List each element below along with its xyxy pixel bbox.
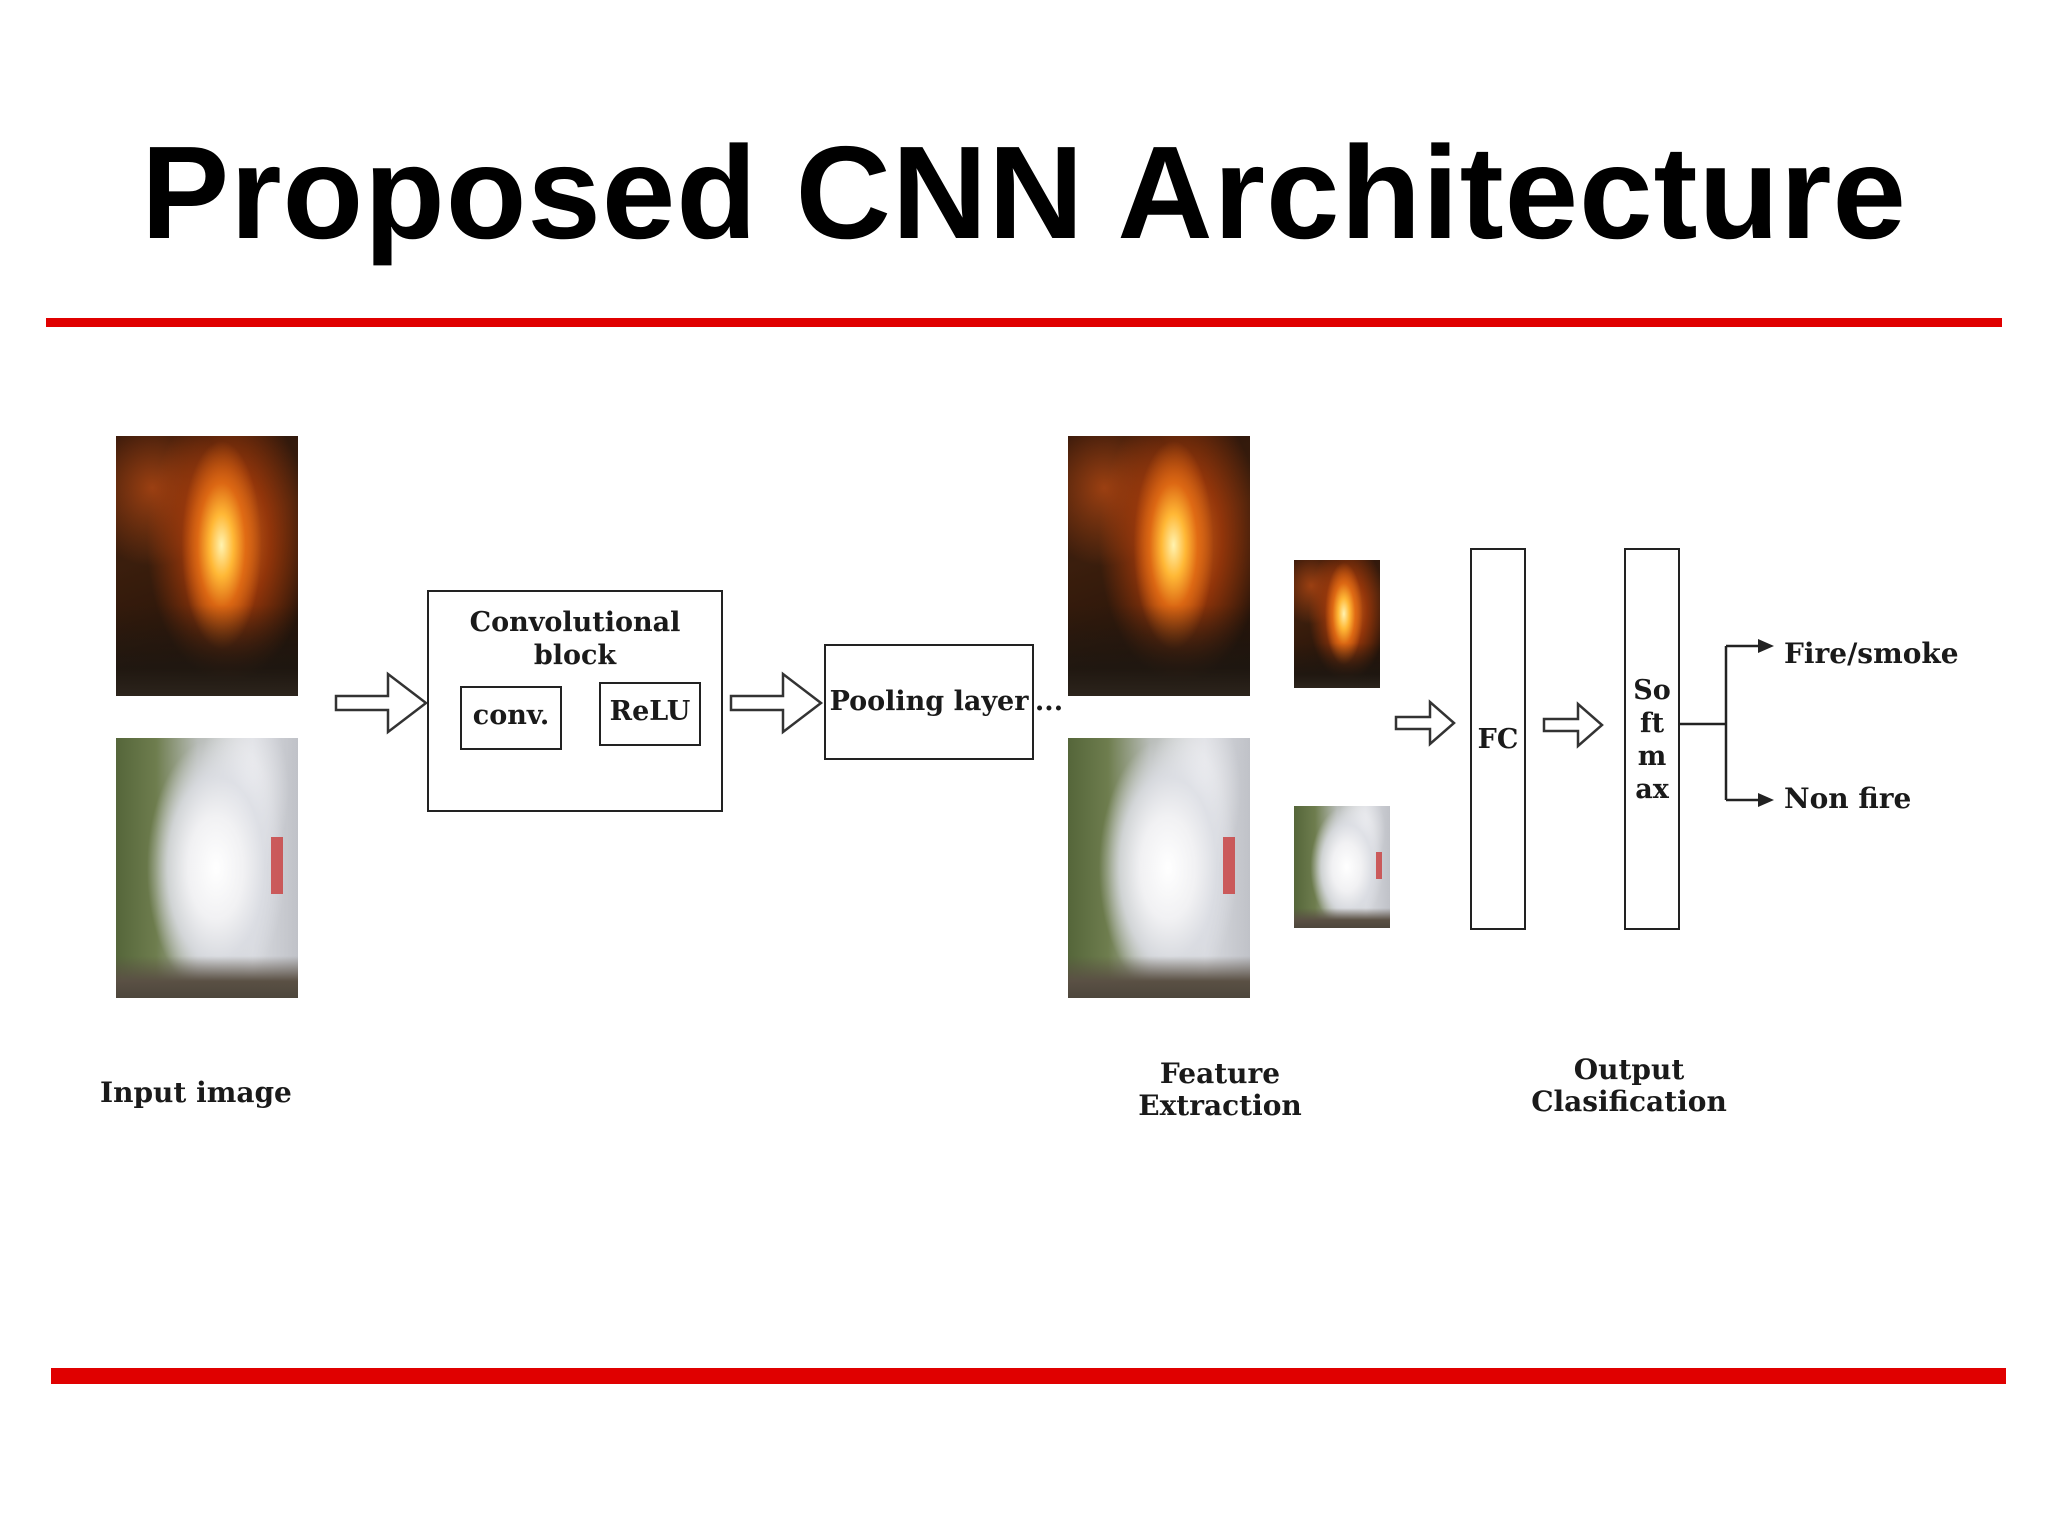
feature-fire-crop <box>1294 560 1380 688</box>
feature-label-line2: Extraction <box>1138 1089 1302 1122</box>
arrow-to-fc-icon <box>1394 699 1456 747</box>
arrow-to-conv-icon <box>334 671 429 735</box>
pooling-layer-box <box>824 644 1034 760</box>
softmax-line-3: m <box>1637 741 1667 772</box>
pooling-layer-label: Pooling layer <box>829 686 1029 717</box>
feature-label-line1: Feature <box>1159 1057 1281 1090</box>
class-non-fire-label: Non fire <box>1784 782 1912 815</box>
ellipsis: ... <box>1034 686 1064 717</box>
input-fire-image <box>116 436 298 696</box>
feature-smoke-crop <box>1294 806 1390 928</box>
arrow-to-pooling-icon <box>729 671 824 735</box>
relu-label: ReLU <box>609 696 691 727</box>
class-fire-smoke-label: Fire/smoke <box>1784 637 1959 670</box>
arrow-to-softmax-icon <box>1542 701 1604 749</box>
softmax-line-4: ax <box>1635 774 1669 805</box>
conv-block-title-line2: block <box>533 640 617 671</box>
input-image-label: Input image <box>100 1076 292 1109</box>
softmax-line-2: ft <box>1639 708 1665 739</box>
softmax-line-1: So <box>1633 675 1671 706</box>
fc-layer-box <box>1470 548 1526 930</box>
feature-fire-image <box>1068 436 1250 696</box>
fc-label: FC <box>1477 724 1519 755</box>
output-label-line2: Clasification <box>1531 1085 1727 1118</box>
slide-title: Proposed CNN Architecture <box>141 119 1907 266</box>
relu-sub-block <box>599 682 701 746</box>
input-smoke-image <box>116 738 298 998</box>
top-red-rule <box>46 318 2002 327</box>
conv-sub-block <box>460 686 562 750</box>
softmax-layer-box <box>1624 548 1680 930</box>
feature-smoke-image <box>1068 738 1250 998</box>
conv-block-title-line1: Convolutional <box>469 607 681 638</box>
bottom-red-rule <box>51 1368 2006 1384</box>
conv-label: conv. <box>472 700 550 731</box>
output-label-line1: Output <box>1573 1053 1685 1086</box>
